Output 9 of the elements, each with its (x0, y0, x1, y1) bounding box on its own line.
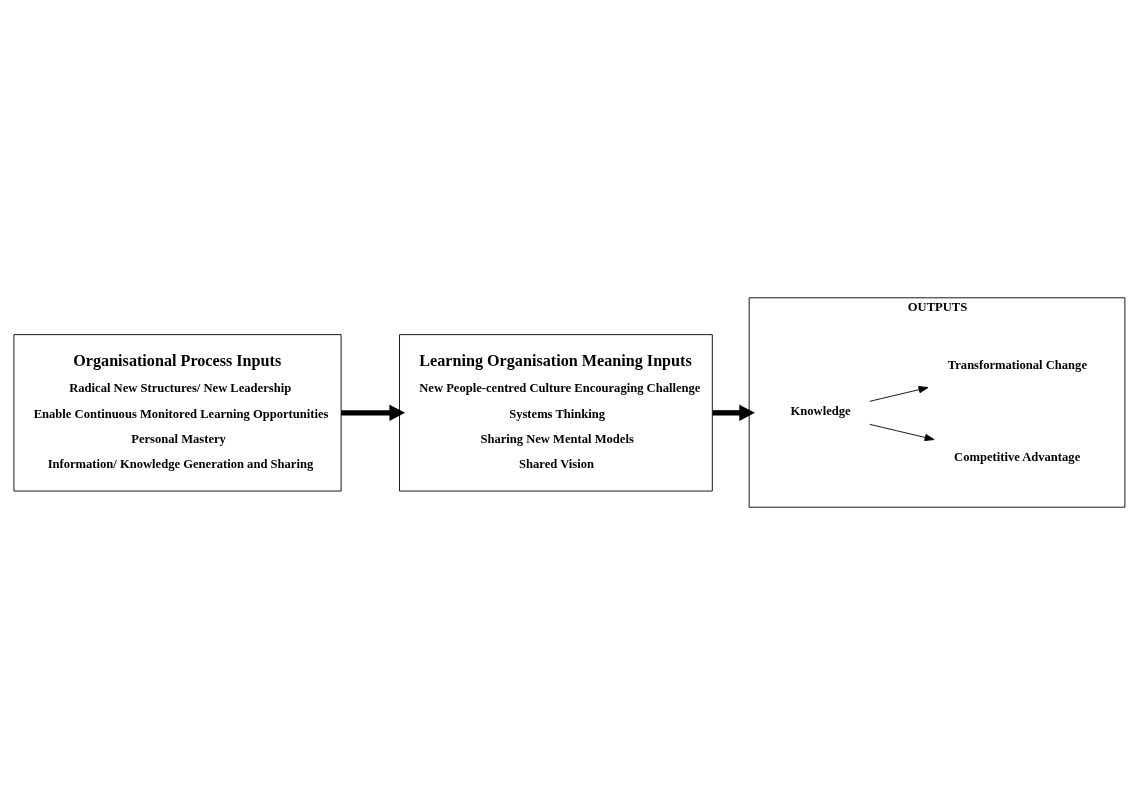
node-text: Competitive Advantage (954, 449, 1081, 464)
node-box: Organisational Process Inputs Radical New Structures/ New Leadership Enable Continuous Monitored Learning Opportunities Personal Mastery Information/ Knowledge Generation and Sharing (13, 333, 342, 491)
arrow (869, 385, 929, 402)
node-box: Learning Organisation Meaning Inputs New People-centred Culture Encouraging Challenge Systems Thinking Sharing New Mental Models Shared Vision (399, 333, 713, 491)
node-text: Knowledge (790, 403, 851, 418)
arrow (341, 404, 406, 421)
arrow (869, 423, 935, 441)
node-text: Transformational Change (947, 357, 1087, 372)
arrow (712, 404, 755, 421)
